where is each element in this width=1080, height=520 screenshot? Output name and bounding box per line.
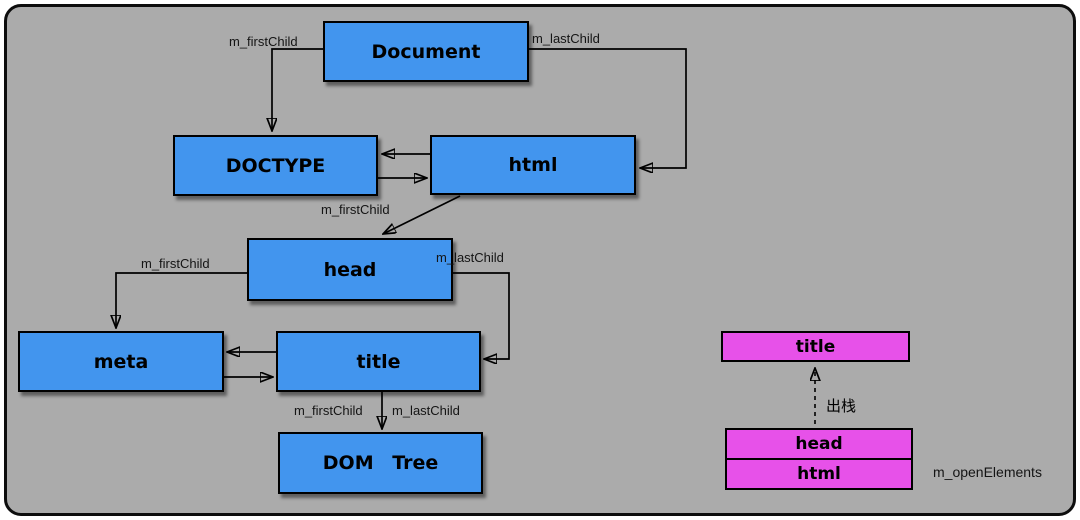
- stack-item-head: head: [725, 428, 913, 460]
- edge-label-document-lastchild: m_lastChild: [532, 31, 600, 46]
- edge-label-head-lastchild: m_lastChild: [436, 250, 504, 265]
- stack-pop-label: 出栈: [826, 398, 857, 415]
- stack-name-label: m_openElements: [933, 464, 1042, 480]
- node-head: head: [247, 238, 453, 301]
- edge-label-title-firstchild: m_firstChild: [294, 403, 363, 418]
- edge-label-document-firstchild: m_firstChild: [229, 34, 298, 49]
- node-title: title: [276, 331, 481, 392]
- edge-label-html-firstchild: m_firstChild: [321, 202, 390, 217]
- stack-item-html: html: [725, 458, 913, 490]
- node-dom-tree: DOM Tree: [278, 432, 483, 494]
- edge-label-head-firstchild: m_firstChild: [141, 256, 210, 271]
- stack-popped-node-title: title: [721, 331, 910, 362]
- edge-label-title-lastchild: m_lastChild: [392, 403, 460, 418]
- node-document: Document: [323, 21, 529, 82]
- node-doctype: DOCTYPE: [173, 135, 378, 196]
- node-html: html: [430, 135, 636, 195]
- node-meta: meta: [18, 331, 224, 392]
